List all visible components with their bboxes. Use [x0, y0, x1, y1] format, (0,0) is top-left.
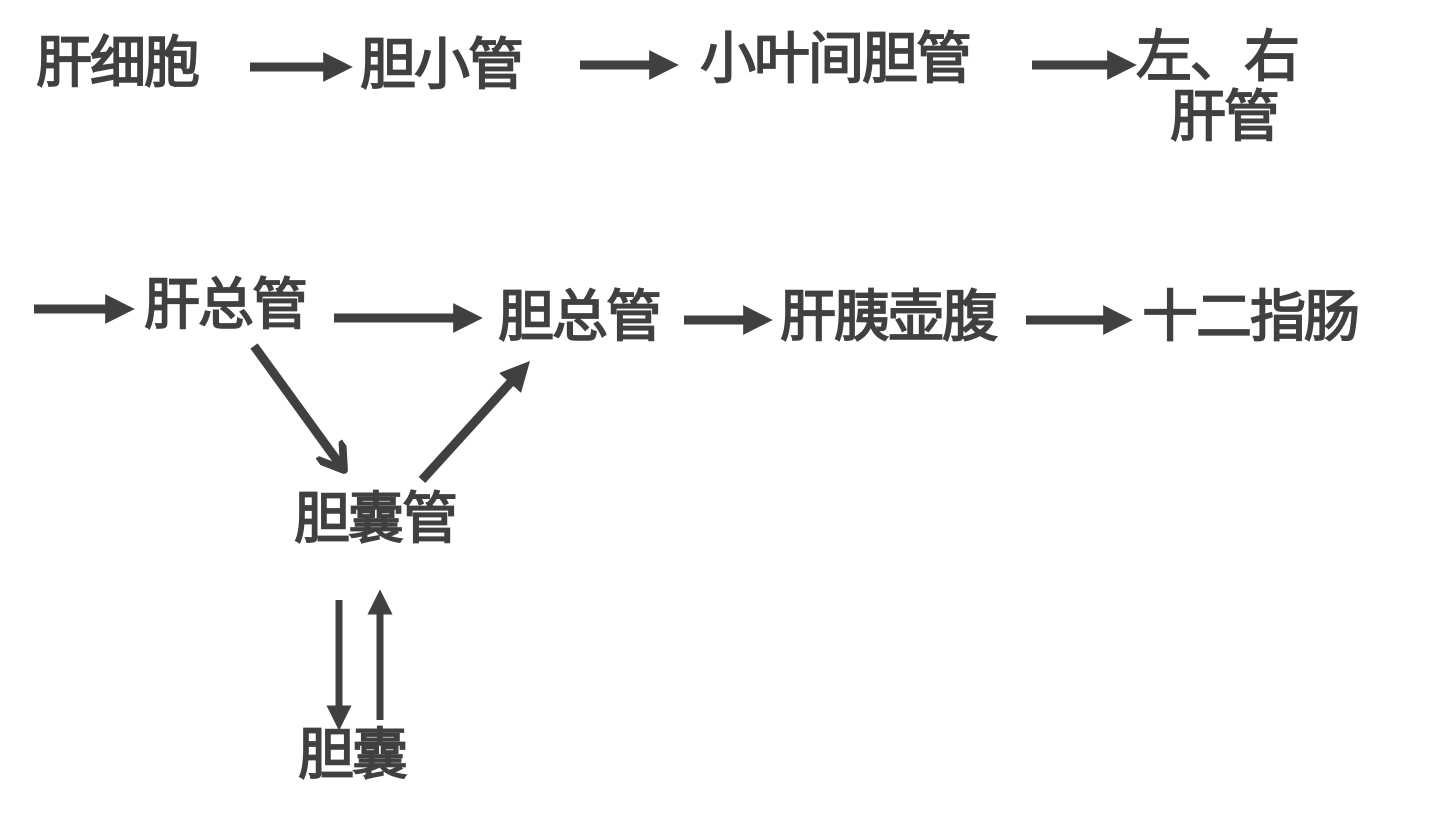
- node-left-right-hepatic-duct-line2: 肝管: [1170, 85, 1280, 150]
- node-hepatopancreatic-ampulla: 肝胰壶腹: [780, 285, 998, 350]
- node-left-right-hepatic-duct-line1: 左、右: [1136, 25, 1300, 90]
- node-bile-canaliculus: 胆小管: [360, 33, 524, 98]
- node-hepatocyte: 肝细胞: [36, 31, 200, 96]
- node-interlobular-bile-duct: 小叶间胆管: [700, 27, 972, 92]
- node-common-bile-duct: 胆总管: [498, 285, 662, 350]
- node-common-hepatic-duct: 肝总管: [144, 273, 308, 338]
- node-cystic-duct: 胆囊管: [294, 487, 458, 552]
- arrow-common-hepatic-to-cystic: [250, 343, 344, 470]
- node-duodenum: 十二指肠: [1142, 285, 1360, 350]
- node-gallbladder: 胆囊: [298, 723, 408, 788]
- arrow-cystic-to-common-bile: [418, 361, 530, 484]
- node-left-right-hepatic-duct: 左、右 肝管: [1136, 25, 1300, 150]
